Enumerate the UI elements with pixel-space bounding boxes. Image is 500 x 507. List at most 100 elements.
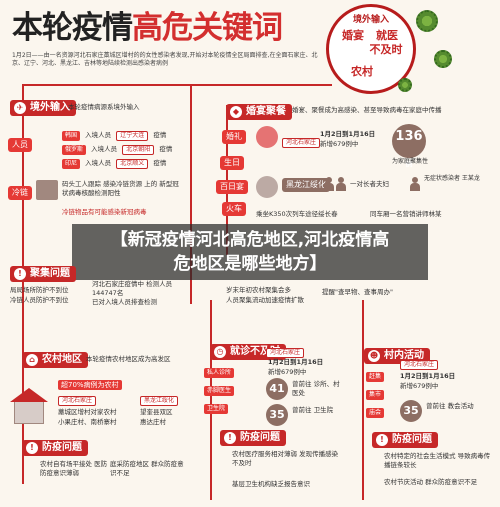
connector-line — [210, 300, 212, 500]
keyword-badge: 境外输入 婚宴 就医 不及时 农村 — [326, 4, 416, 94]
person-icon — [336, 177, 346, 191]
village-issues-title: 防疫问题 — [392, 434, 432, 445]
problem-row: 局局场所防护不到位 — [10, 286, 69, 294]
cold-chain-note: 冷链物品有可能感染新冠病毒 — [62, 208, 147, 216]
import-row: 俄罗斯 入境人员 北京朝阳 疫情 — [62, 136, 182, 155]
section-village-title: 村内活动 — [384, 350, 424, 361]
section-problem-header: ! 聚集问题 — [10, 266, 76, 282]
section-doctor-title: 就诊不及时 — [230, 346, 280, 357]
connector-line — [190, 84, 192, 304]
rings-icon — [256, 126, 278, 148]
rural-under: 小果庄村、南桥寨村 — [58, 418, 117, 426]
train-text: 乘坐K350次列车途径绥长春 — [256, 210, 338, 218]
people-label: 人员 — [8, 138, 32, 152]
stat-number: 136 — [395, 129, 423, 144]
alert-icon: ! — [224, 432, 236, 444]
region-tag: 河北石家庄 — [282, 138, 321, 148]
country-tag: 俄罗斯 — [62, 145, 87, 155]
case-middle: 一对长者夫妇 — [350, 180, 389, 188]
village-date: 1月2日到1月16日 — [400, 372, 456, 380]
village-tag: 集市 — [366, 390, 385, 400]
badge-ring — [326, 4, 416, 94]
doctor-issues-title: 防疫问题 — [240, 432, 280, 443]
import-rows: 韩国 入境人员 辽宁大连 疫情 俄罗斯 入境人员 北京朝阳 疫情 印尼 入境人员… — [62, 122, 182, 169]
case-region: 黑龙江绥化 — [282, 178, 330, 192]
village-tag: 赶集 — [366, 372, 385, 382]
row-text: 入境人员 — [85, 159, 112, 167]
connector-line — [362, 300, 364, 500]
plane-icon: ✈ — [14, 102, 26, 114]
badge-rural: 农村 — [351, 65, 373, 78]
import-row: 印尼 入境人员 北京顺义 疫情 — [62, 150, 182, 169]
rural-place-note: 望奎县双区 — [140, 408, 173, 416]
doctor-tag: 卫生院 — [204, 404, 229, 414]
alert-icon: ! — [376, 434, 388, 446]
doctor-issue: 农村医疗服务相对薄弱 发现传播感染不及时 — [232, 450, 339, 467]
box-icon — [36, 180, 58, 200]
country-tag: 印尼 — [62, 159, 81, 169]
row-text: 入境人员 — [91, 145, 118, 153]
section-import-note: 本轮疫情病源系境外输入 — [68, 103, 140, 111]
village-issue: 农村特定的社会生活模式 导致病毒传播链条较长 — [384, 452, 491, 469]
rural-issues-header: ! 防疫问题 — [22, 440, 88, 456]
banner-line-2: 危地区是哪些地方】 — [173, 254, 327, 274]
glass-icon: ◆ — [230, 106, 242, 118]
village-tag: 庙会 — [366, 408, 385, 418]
country-tag: 韩国 — [62, 131, 81, 141]
section-wedding-title: 婚宴聚餐 — [246, 106, 286, 117]
wedding-stat: 136例 — [392, 124, 426, 168]
problem-row: 冷链人员防护不到位 — [10, 296, 69, 304]
row-end: 疫情 — [153, 131, 167, 139]
section-wedding-note: 婚宴、聚餐成为高感染、甚至导致病毒在家庭中传播 — [292, 106, 442, 114]
virus-icon — [398, 78, 412, 92]
wedding-item: 火车 — [222, 202, 246, 216]
section-rural-title: 农村地区 — [42, 354, 82, 365]
mid-line-2: 人员聚集流动加速疫情扩散 — [226, 296, 304, 304]
alert-icon: ! — [14, 268, 26, 280]
headline-banner: 【新冠疫情河北高危地区,河北疫情高 危地区是哪些地方】 — [72, 224, 428, 280]
doctor-tag: 私人诊所 — [204, 368, 235, 378]
wedding-date: 1月2日到1月16日 — [320, 130, 376, 138]
virus-icon — [416, 10, 438, 32]
mid-line-1: 岁末年初农村聚集会多 — [226, 286, 291, 294]
section-import-header: ✈ 境外输入 — [10, 100, 76, 116]
rural-issue: 农村自有场平接处 医防防疫意识薄弱 — [40, 460, 108, 477]
banner-line-1: 【新冠疫情河北高危地区,河北疫情高 — [110, 230, 390, 250]
rural-under: 惠达庄村 — [140, 418, 166, 426]
rural-percent: 超70%病例为农村 — [58, 380, 122, 390]
city-tag: 北京朝阳 — [122, 145, 155, 155]
row-end: 疫情 — [153, 159, 167, 167]
problem-center-2: 已对入境人员排查检测 — [92, 298, 157, 306]
cold-chain-text: 码头工人跟踪 感染冷链货源 上的 新型冠状病毒核酸检测阳性 — [62, 180, 179, 197]
badge-import: 境外输入 — [352, 15, 389, 25]
doctor-count: 新增679例中 — [268, 368, 307, 376]
doctor-region: 河北石家庄 — [266, 348, 305, 358]
section-rural-header: ⌂ 农村地区 — [22, 352, 88, 368]
house-icon: ⌂ — [26, 354, 38, 366]
doctor-issue: 基层卫生机构缺乏报告意识 — [232, 480, 310, 488]
village-issue: 农村节庆活动 群众防疫意识不足 — [384, 478, 478, 486]
house-body — [14, 400, 44, 424]
village-illustration — [10, 380, 50, 430]
train-right: 同车厢一名营销讲师林某 — [370, 210, 442, 218]
row-end: 疫情 — [159, 145, 173, 153]
rural-place: 河北石家庄 — [58, 396, 97, 406]
import-row: 韩国 入境人员 辽宁大连 疫情 — [62, 122, 182, 141]
village-issues-header: ! 防疫问题 — [372, 432, 438, 448]
doctor-stat-1: 41 — [266, 378, 288, 400]
rural-issue: 庭采防疫地区 群众防疫意识不足 — [110, 460, 184, 477]
rural-issues-title: 防疫问题 — [42, 442, 82, 453]
alert-icon: ! — [26, 442, 38, 454]
badge-wedding: 婚宴 — [342, 29, 364, 42]
people-icon: ☻ — [368, 350, 380, 362]
doctor-tag: 赤脚医生 — [204, 386, 235, 396]
section-problem-title: 聚集问题 — [30, 268, 70, 279]
city-tag: 辽宁大连 — [116, 131, 149, 141]
connector-line — [22, 84, 24, 484]
rural-place-note: 藁城区增村对家农村 — [58, 408, 117, 416]
village-region: 河北石家庄 — [400, 360, 439, 370]
wedding-stat-note: 为家庭聚集性 — [392, 158, 429, 165]
subtitle: 1月2日——由一名资源河北石家庄藁城区增村的的女性感染者发现,开始对本轮疫情全区… — [12, 52, 318, 67]
section-rural-note: 本轮疫情农村地区成为高发区 — [86, 355, 171, 363]
doctor-issues-header: ! 防疫问题 — [220, 430, 286, 446]
